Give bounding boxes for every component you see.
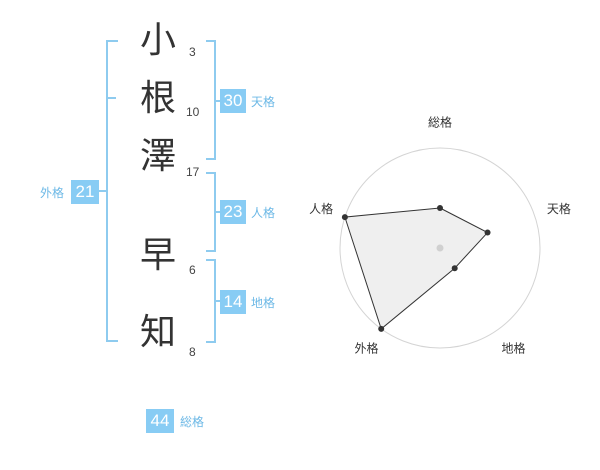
jinkaku-bracket-tick xyxy=(214,211,220,213)
gaikaku-bracket-tick xyxy=(98,190,106,192)
radar-axis-label: 地格 xyxy=(501,341,525,356)
radar-axis-label: 人格 xyxy=(309,201,333,216)
chikaku-value: 14 xyxy=(220,290,246,314)
radar-point-4 xyxy=(378,325,385,332)
radar-point-2 xyxy=(484,229,491,236)
tenkaku-bracket-tick xyxy=(214,100,220,102)
gaikaku-bracket xyxy=(106,40,118,342)
chikaku-label: 地格 xyxy=(251,296,276,310)
jinkaku-value: 23 xyxy=(220,200,246,224)
radar-axis-label: 天格 xyxy=(547,201,571,216)
name-char-5: 知 xyxy=(139,312,176,353)
radar-axis-label: 外格 xyxy=(355,341,379,356)
radar-axis-label: 総格 xyxy=(428,115,452,130)
name-char-3: 澤 xyxy=(139,136,176,177)
name-char-2: 根 xyxy=(139,78,176,119)
jinkaku-label: 人格 xyxy=(251,206,276,220)
radar-data-polygon xyxy=(344,207,489,330)
soukaku-value: 44 xyxy=(146,409,174,433)
soukaku-label: 総格 xyxy=(180,415,205,429)
stroke-count-3: 17 xyxy=(186,165,200,179)
name-char-4: 早 xyxy=(139,235,176,276)
gaikaku-value: 21 xyxy=(71,180,99,204)
tenkaku-value: 30 xyxy=(220,89,246,113)
gaikaku-label: 外格 xyxy=(40,186,65,200)
radar-center-dot xyxy=(436,244,444,252)
stroke-count-2: 10 xyxy=(186,105,200,119)
radar-point-1 xyxy=(437,205,443,211)
stroke-count-5: 8 xyxy=(189,345,196,359)
radar-point-3 xyxy=(451,265,458,272)
name-char-1: 小 xyxy=(139,20,176,61)
radar-point-5 xyxy=(341,214,348,221)
chikaku-bracket-tick xyxy=(214,300,220,302)
tenkaku-label: 天格 xyxy=(251,95,276,109)
stroke-count-4: 6 xyxy=(189,263,196,277)
gaikaku-bracket-notch xyxy=(106,97,116,99)
stroke-count-1: 3 xyxy=(189,45,196,59)
